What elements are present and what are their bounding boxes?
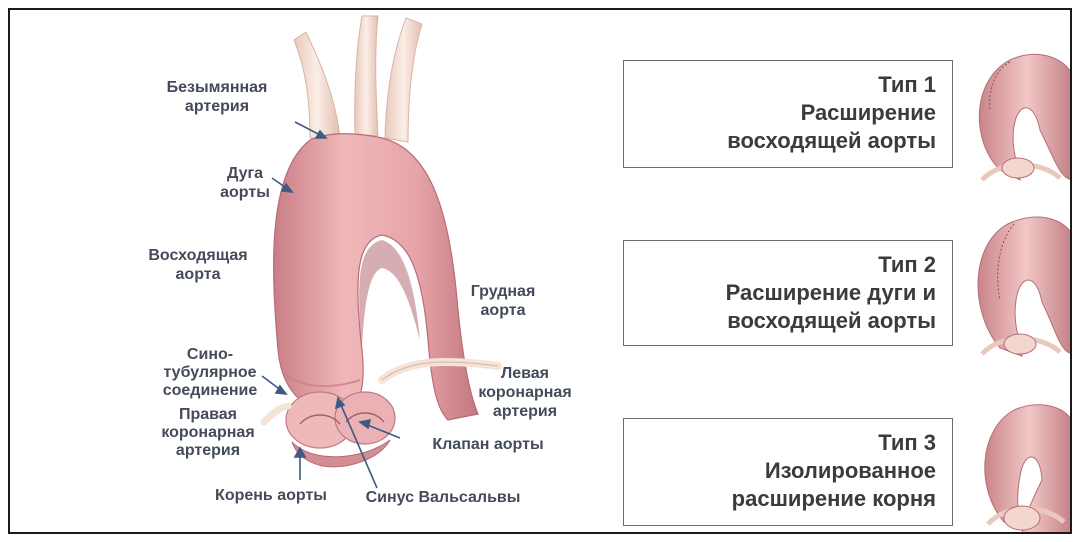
label-line: Безымянная <box>152 78 282 97</box>
label-line: артерия <box>460 402 590 421</box>
type-1-line-1: Расширение <box>624 99 952 127</box>
aorta-body <box>274 134 478 420</box>
label-aortic-valve: Клапан аорты <box>408 435 568 454</box>
label-aortic-arch: Дуга аорты <box>215 164 275 202</box>
type-2-title: Тип 2 <box>624 251 952 279</box>
label-line: Правая <box>148 406 268 424</box>
label-line: артерия <box>148 442 268 460</box>
diagram-frame: Безымянная артерия Дуга аорты Восходящая… <box>8 8 1072 534</box>
mini-aorta-type-2 <box>978 217 1072 356</box>
label-line: аорта <box>458 301 548 320</box>
left-subclavian-vessel <box>385 18 422 142</box>
type-1-title: Тип 1 <box>624 71 952 99</box>
label-line: Восходящая <box>138 246 258 265</box>
label-line: Левая <box>460 364 590 383</box>
label-line: Дуга <box>215 164 275 183</box>
type-1-line-2: восходящей аорты <box>624 127 952 155</box>
innominate-artery-vessel <box>294 32 340 138</box>
label-line: артерия <box>152 97 282 116</box>
label-line: коронарная <box>460 383 590 402</box>
label-line: аорты <box>215 183 275 202</box>
label-right-coronary-artery: Правая коронарная артерия <box>148 406 268 460</box>
label-line: Грудная <box>458 282 548 301</box>
label-thoracic-aorta: Грудная аорта <box>458 282 548 320</box>
label-sinotubular-junction: Сино- тубулярное соединение <box>160 346 260 400</box>
type-2-box: Тип 2 Расширение дуги и восходящей аорты <box>623 240 953 346</box>
label-ascending-aorta: Восходящая аорта <box>138 246 258 284</box>
left-carotid-vessel <box>355 16 378 136</box>
type-3-title: Тип 3 <box>624 429 952 457</box>
type-2-line-2: восходящей аорты <box>624 307 952 335</box>
mini-aorta-type-3 <box>985 405 1072 534</box>
label-innominate-artery: Безымянная артерия <box>152 78 282 116</box>
label-left-coronary-artery: Левая коронарная артерия <box>460 364 590 421</box>
label-line: Сино- <box>160 346 260 364</box>
mini-aorta-type-1 <box>979 54 1072 180</box>
type-3-line-1: Изолированное <box>624 457 952 485</box>
label-sinus-valsalva: Синус Вальсальвы <box>348 488 538 507</box>
type-1-box: Тип 1 Расширение восходящей аорты <box>623 60 953 168</box>
label-line: тубулярное <box>160 364 260 382</box>
label-line: соединение <box>160 382 260 400</box>
type-3-box: Тип 3 Изолированное расширение корня <box>623 418 953 526</box>
type-3-line-2: расширение корня <box>624 485 952 513</box>
type-2-line-1: Расширение дуги и <box>624 279 952 307</box>
label-line: аорта <box>138 265 258 284</box>
label-line: коронарная <box>148 424 268 442</box>
label-aortic-root: Корень аорты <box>194 486 348 505</box>
